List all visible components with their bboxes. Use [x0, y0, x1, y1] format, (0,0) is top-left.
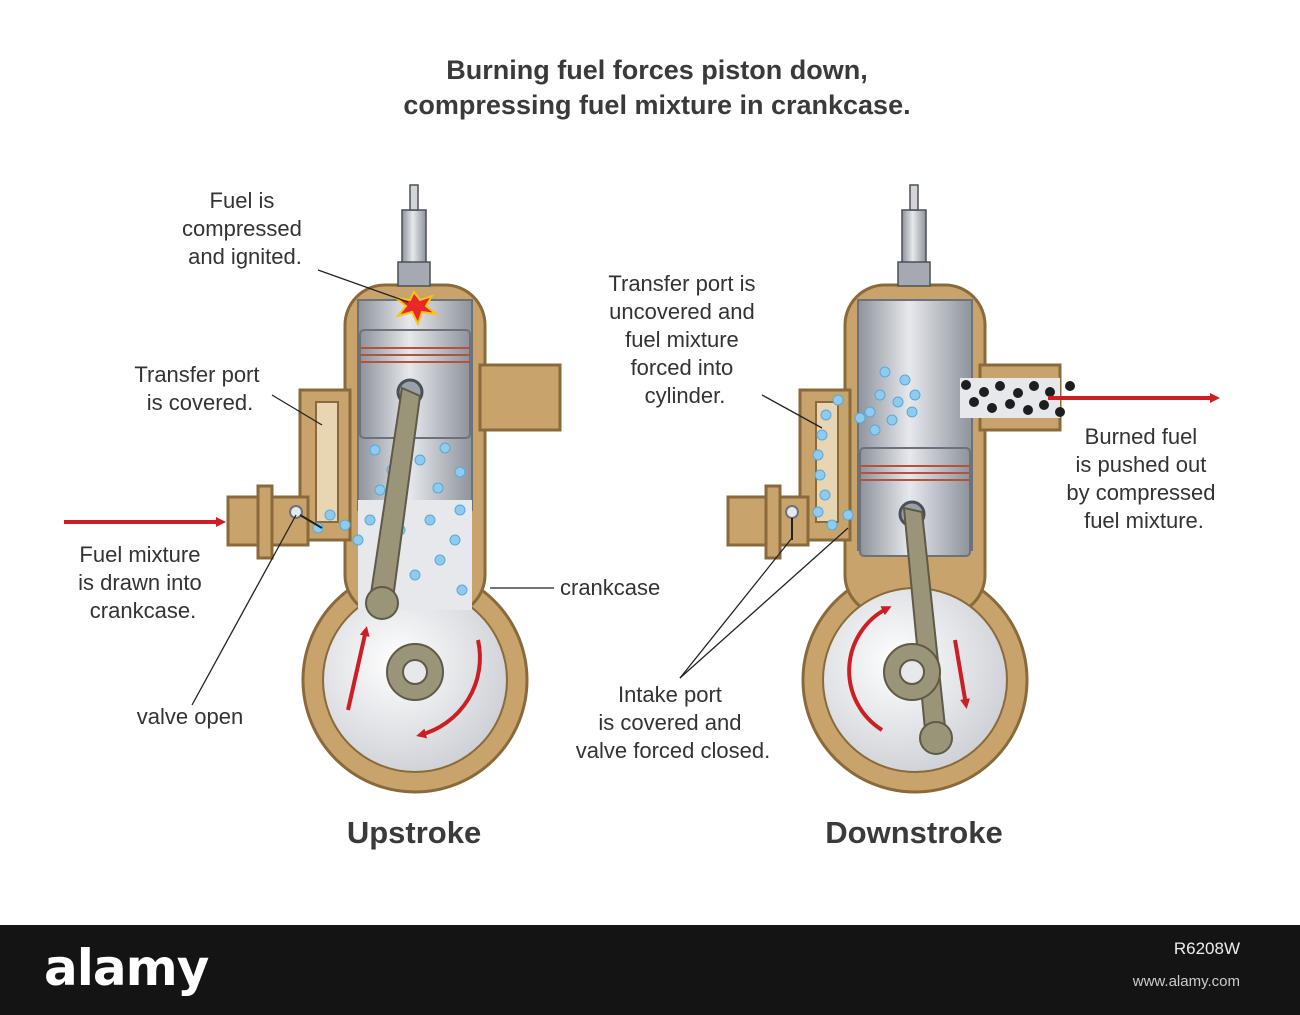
label-transfer-covered-line-1: Transfer port	[134, 362, 259, 387]
downstroke-rod-end	[919, 721, 953, 755]
label-intake-closed-line-1: Intake port	[618, 682, 722, 707]
alamy-logo: alamy	[44, 939, 209, 997]
upstroke-transfer-inner	[315, 401, 339, 523]
label-intake-line-3: crankcase.	[90, 598, 196, 623]
label-exhaust: Burned fuel is pushed out by compressed …	[1066, 424, 1221, 533]
label-transfer-open-line-2: uncovered and	[609, 299, 755, 324]
upstroke-rod-end	[365, 586, 399, 620]
label-ignite-line-3: and ignited.	[188, 244, 302, 269]
downstroke-intake-flange	[764, 484, 782, 560]
upstroke-valve-reed	[299, 514, 323, 529]
label-transfer-covered-line-2: is covered.	[147, 390, 253, 415]
leader-transfer-covered	[271, 394, 323, 426]
label-exhaust-line-4: fuel mixture.	[1084, 508, 1204, 533]
leader-intake-closed-b	[679, 527, 849, 679]
upstroke-spark-plug-base	[397, 261, 431, 287]
downstroke-spark-plug-body	[901, 209, 927, 271]
label-intake-closed-line-2: is covered and	[598, 710, 741, 735]
label-intake-line-2: is drawn into	[78, 570, 202, 595]
downstroke-engine	[726, 184, 1075, 794]
downstroke-crank-center	[899, 659, 925, 685]
leader-ignite	[317, 269, 409, 303]
label-transfer-open: Transfer port is uncovered and fuel mixt…	[608, 271, 761, 408]
downstroke-valve	[785, 505, 799, 519]
label-transfer-open-line-5: cylinder.	[645, 383, 726, 408]
upstroke-spark-plug-body	[401, 209, 427, 271]
downstroke-rotation-arrow-down	[953, 639, 970, 709]
title-line-2: compressing fuel mixture in crankcase.	[403, 90, 910, 120]
watermark-url: www.alamy.com	[1132, 973, 1240, 990]
upstroke-intake-flange	[256, 484, 274, 560]
label-transfer-open-line-3: fuel mixture	[625, 327, 739, 352]
downstroke-rotation-arrow-left	[847, 606, 892, 732]
upstroke-spark-plug-tip	[409, 184, 419, 211]
leader-valve-open	[191, 514, 297, 706]
label-intake-closed: Intake port is covered and valve forced …	[576, 682, 770, 763]
upstroke-rotation-arrow-up	[346, 626, 370, 711]
upstroke-rotation-arrow-right	[416, 639, 482, 739]
label-crankcase: crankcase	[560, 575, 660, 600]
downstroke-exhaust-dots	[961, 380, 1075, 417]
leader-intake-closed-a	[679, 537, 793, 679]
upstroke-crank-center	[402, 659, 428, 685]
label-ignite: Fuel is compressed and ignited.	[182, 188, 308, 269]
downstroke-spark-plug-tip	[909, 184, 919, 211]
heading-downstroke: Downstroke	[825, 815, 1002, 850]
downstroke-spark-plug-base	[897, 261, 931, 287]
title-line-1: Burning fuel forces piston down,	[446, 55, 868, 85]
leader-transfer-open	[761, 394, 823, 429]
label-valve-open: valve open	[137, 704, 243, 729]
heading-upstroke: Upstroke	[347, 815, 481, 850]
label-transfer-covered: Transfer port is covered.	[134, 362, 265, 415]
label-exhaust-line-3: by compressed	[1066, 480, 1215, 505]
label-ignite-line-2: compressed	[182, 216, 302, 241]
upstroke-engine	[226, 184, 562, 794]
label-ignite-line-1: Fuel is	[210, 188, 275, 213]
label-transfer-open-line-1: Transfer port is	[608, 271, 755, 296]
downstroke-mixture-dots	[812, 366, 921, 531]
label-intake-closed-line-3: valve forced closed.	[576, 738, 770, 763]
label-intake: Fuel mixture is drawn into crankcase.	[78, 542, 208, 623]
watermark-bar: alamy R6208W www.alamy.com	[0, 925, 1300, 1015]
upstroke-exhaust-port	[478, 363, 562, 432]
label-exhaust-line-1: Burned fuel	[1085, 424, 1198, 449]
upstroke-valve	[289, 505, 303, 519]
label-transfer-open-line-4: forced into	[631, 355, 734, 380]
label-exhaust-line-2: is pushed out	[1076, 452, 1207, 477]
label-intake-line-1: Fuel mixture	[79, 542, 200, 567]
engine-diagram: Burning fuel forces piston down, compres…	[64, 55, 1221, 850]
image-code: R6208W	[1173, 939, 1240, 958]
